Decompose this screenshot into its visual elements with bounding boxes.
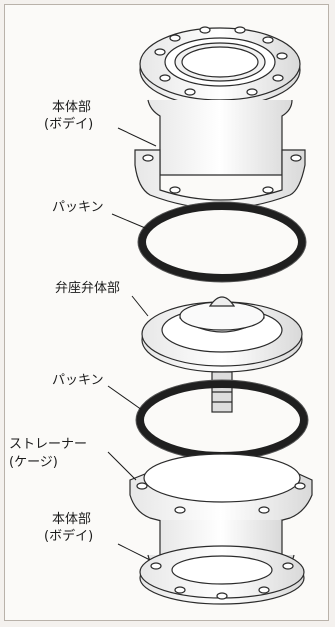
leader-body-top	[117, 127, 157, 147]
label-strainer-sub: (ケージ)	[9, 455, 58, 470]
label-body-top-sub: (ボデイ)	[44, 117, 94, 132]
strainer-cage-part	[129, 453, 313, 529]
leader-packing-bottom	[107, 385, 143, 411]
leader-packing-top	[111, 213, 151, 231]
label-packing-top: パッキン	[52, 200, 104, 215]
label-packing-bottom: パッキン	[52, 373, 104, 388]
leader-body-bottom	[117, 543, 151, 561]
leader-lines	[107, 127, 157, 561]
label-body-bottom-sub: (ボデイ)	[44, 529, 94, 544]
leader-strainer	[107, 451, 137, 481]
label-strainer: ストレーナー	[9, 437, 88, 452]
top-packing-gasket	[137, 201, 307, 283]
bottom-body-part	[139, 520, 305, 605]
label-body-bottom: 本体部	[52, 512, 92, 527]
valve-seat-disc-part	[141, 296, 303, 413]
label-body-top: 本体部	[52, 100, 92, 115]
label-valve-seat: 弁座弁体部	[55, 281, 121, 296]
leader-valve-seat	[131, 295, 149, 317]
top-body-part	[134, 26, 306, 210]
